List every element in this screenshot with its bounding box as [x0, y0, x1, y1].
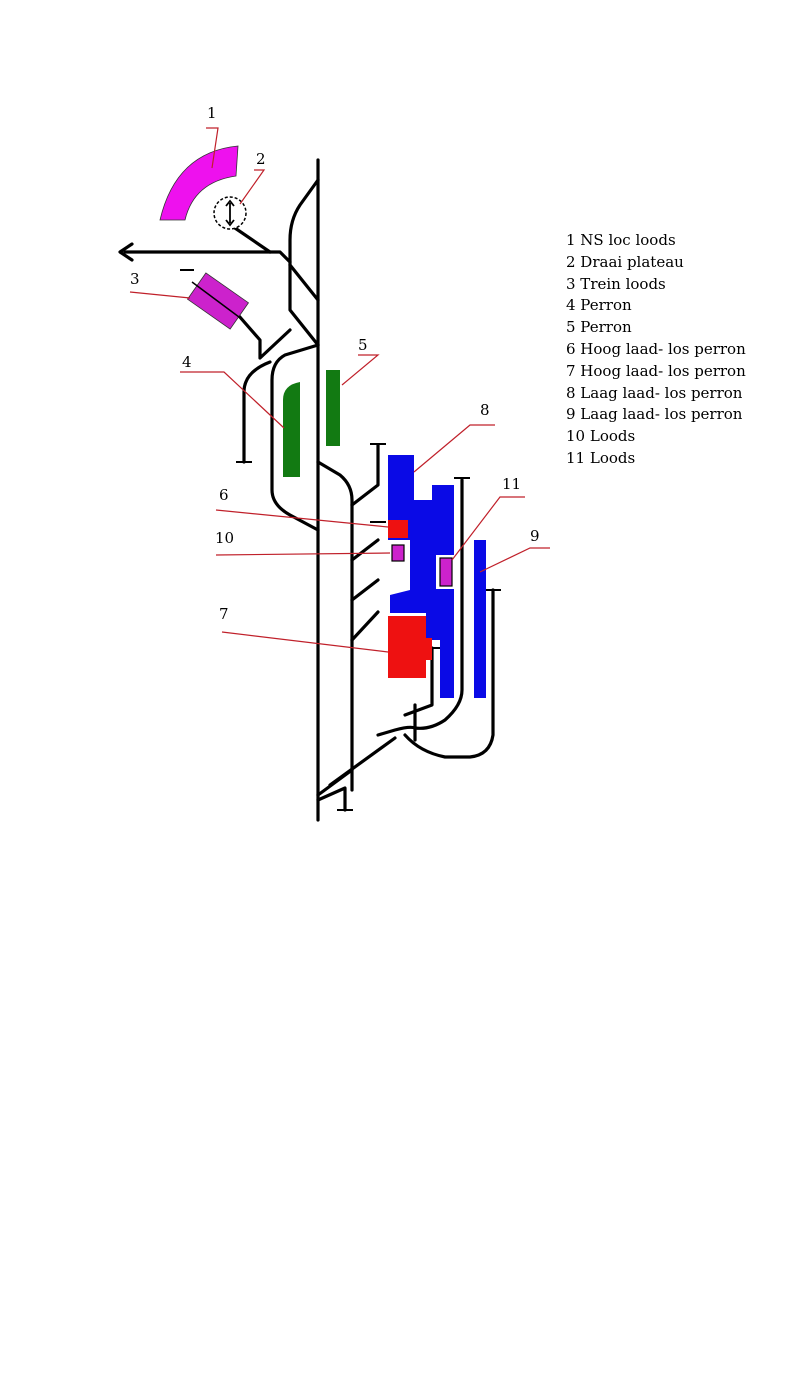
loop-track-platform4: [270, 343, 320, 532]
arrow-left-icon: [118, 242, 134, 262]
legend-item: 3 Trein loods: [566, 274, 666, 293]
shed-10-inner: [391, 544, 405, 562]
callout-11: 11: [502, 475, 521, 493]
loop-track-top: [288, 178, 320, 347]
turntable-track: [230, 224, 272, 254]
loop-lower-b: [403, 588, 495, 759]
spur-platform8: [350, 443, 380, 507]
legend-item: 9 Laag laad- los perron: [566, 405, 743, 424]
low-platform-9: [474, 540, 486, 698]
platform-4: [283, 382, 300, 477]
branch-to-platform6: [350, 538, 380, 562]
callout-7: 7: [219, 605, 229, 623]
callout-numbers: 1 2 3 4 5 6 7 8 9 10 11: [130, 104, 540, 623]
legend-item: 1 NS loc loods: [566, 231, 676, 249]
high-platform-7: [388, 616, 432, 678]
legend-item: 11 Loods: [566, 448, 636, 467]
legend-item: 4 Perron: [566, 296, 632, 315]
high-platform-6: [388, 520, 408, 538]
branch-to-platform7: [350, 610, 380, 642]
legend-item: 8 Laag laad- los perron: [566, 383, 743, 402]
platform-5: [326, 370, 340, 446]
branch-right-top: [316, 460, 354, 792]
callout-1: 1: [207, 104, 217, 122]
callout-2: 2: [256, 150, 266, 168]
legend: 1 NS loc loods 2 Draai plateau 3 Trein l…: [566, 230, 746, 470]
branch-to-shed10: [350, 578, 380, 602]
turntable-icon: [213, 196, 247, 230]
low-platform-8: [388, 455, 454, 698]
callout-4: 4: [182, 353, 192, 371]
loop-lower-a: [376, 478, 464, 737]
callout-10: 10: [215, 529, 234, 547]
siding-bottom: [316, 786, 347, 812]
shed-11-inner: [439, 557, 453, 587]
branch-lower-2: [328, 736, 397, 787]
legend-item: 7 Hoog laad- los perron: [566, 361, 746, 380]
legend-item: 5 Perron: [566, 318, 632, 337]
callout-6: 6: [219, 486, 229, 504]
callout-5: 5: [358, 336, 368, 354]
callout-8: 8: [480, 401, 490, 419]
ns-loc-shed: [159, 145, 239, 221]
legend-item: 10 Loods: [566, 427, 636, 446]
track-to-arrow: [123, 250, 292, 264]
train-shed-track: [191, 281, 244, 321]
legend-item: 6 Hoog laad- los perron: [566, 339, 746, 358]
siding-left: [242, 360, 272, 464]
legend-item: 2 Draai plateau: [566, 252, 684, 271]
leader-lines: [129, 127, 550, 653]
cross-track: [288, 263, 320, 302]
callout-9: 9: [530, 527, 540, 545]
callout-3: 3: [130, 270, 140, 288]
